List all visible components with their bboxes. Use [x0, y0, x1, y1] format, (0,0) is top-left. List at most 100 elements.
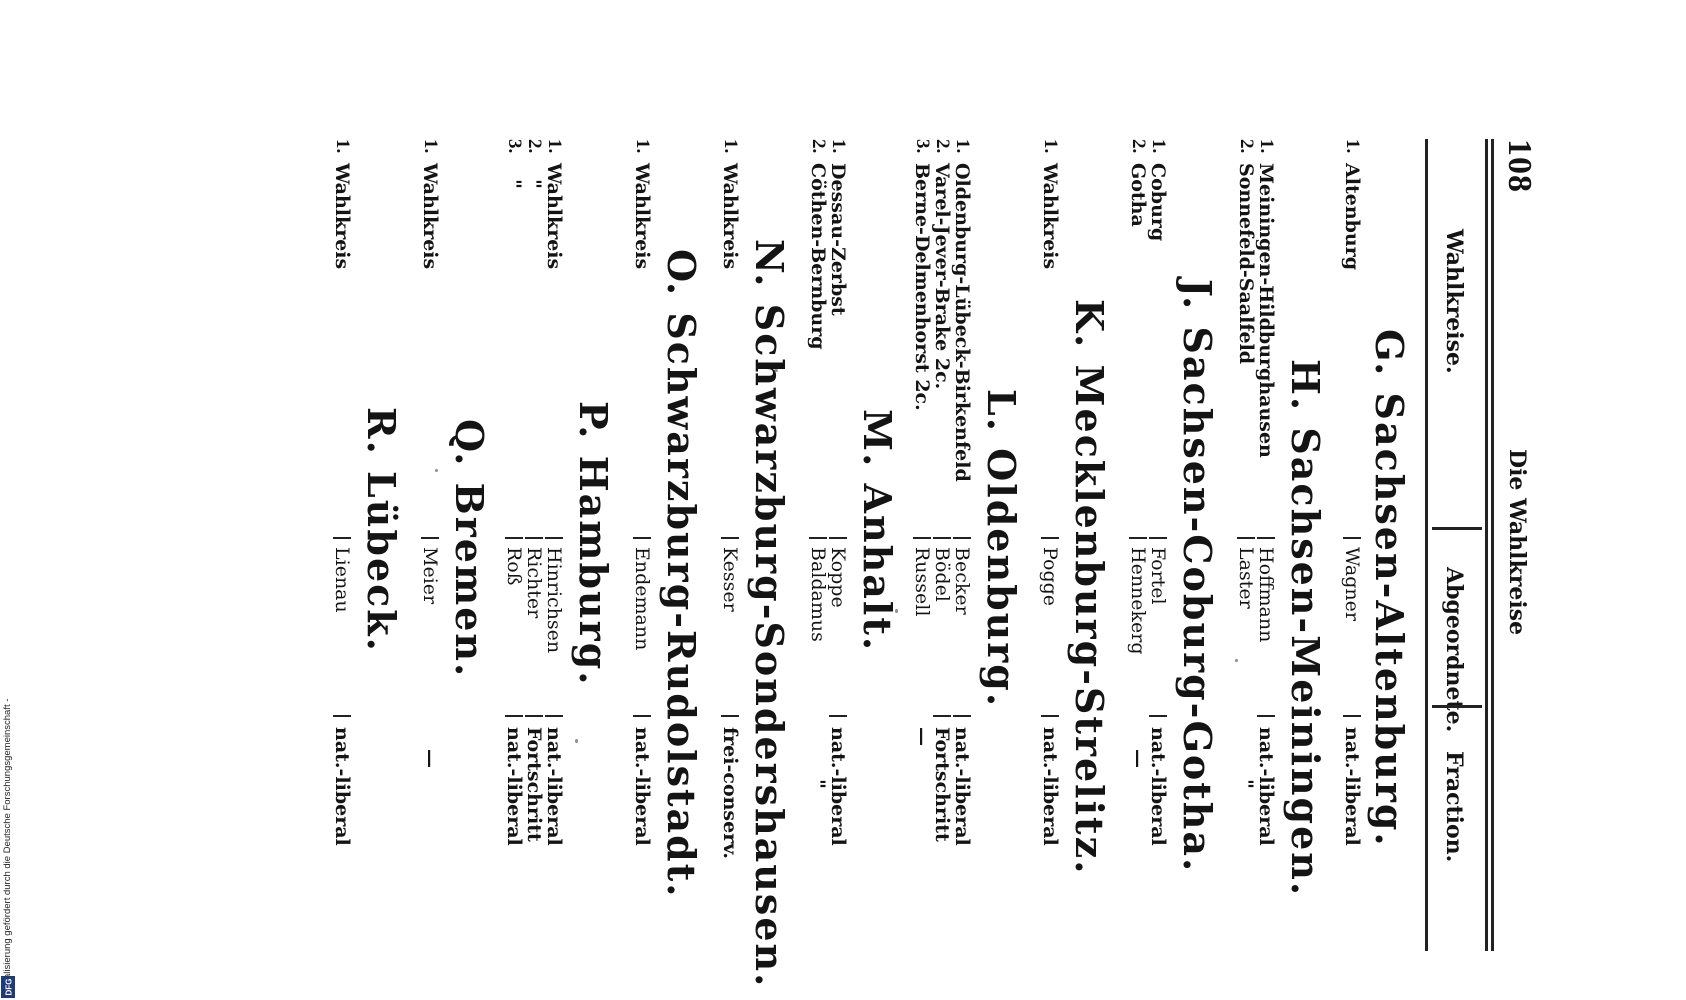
district-name: Dessau-Zerbst	[827, 163, 849, 316]
top-rule-second	[1482, 139, 1488, 951]
scan-speck	[1305, 489, 1308, 493]
row-number: 1.	[828, 139, 849, 154]
scan-speck	[575, 739, 578, 743]
district-name: Wahlkreis	[419, 163, 441, 270]
table-row: 1. Wahlkreis Kesser frei-conserv.	[719, 139, 741, 951]
section-title: L. Oldenburg.	[979, 389, 1024, 709]
deputy-name: Lienau	[331, 547, 353, 613]
deputy-name: Koppe	[827, 547, 849, 608]
faction: —	[419, 749, 441, 768]
table-row: 1. Meiningen-Hildburghausen Hoffmann nat…	[1255, 139, 1277, 951]
row-number: 1.	[952, 139, 973, 154]
section-title: G. Sachsen-Altenburg.	[1367, 329, 1412, 848]
faction: —	[911, 727, 933, 746]
section-title: K. Mecklenburg-Strelitz.	[1067, 299, 1112, 876]
deputy-name: Pogge	[1039, 547, 1061, 607]
row-number: 2.	[1236, 139, 1257, 154]
faction: nat.-liberal	[631, 727, 653, 846]
faction: nat.-liberal	[503, 727, 525, 846]
scan-speck	[1235, 659, 1238, 662]
column-header-district: Wahlkreise.	[1441, 229, 1467, 374]
deputy-name: Wagner	[1341, 547, 1363, 621]
deputy-name: Richter	[523, 547, 545, 619]
row-number: 2.	[932, 139, 953, 154]
row-number: 3.	[504, 139, 525, 154]
row-number: 1.	[420, 139, 441, 154]
section-title: O. Schwarzburg-Rudolstadt.	[659, 249, 704, 899]
deputy-name: Hennekerg	[1127, 547, 1149, 655]
table-row: 1. Wahlkreis Meier —	[419, 139, 441, 951]
dfg-logo: DFG	[1, 976, 15, 998]
section-title: J. Sachsen-Coburg-Gotha.	[1175, 279, 1220, 874]
district-name: Wahlkreis	[1039, 163, 1061, 270]
page-number: 108	[1501, 139, 1538, 193]
faction: nat.-liberal	[1039, 727, 1061, 846]
faction: nat.-liberal	[543, 727, 565, 846]
faction: nat.-liberal	[1255, 727, 1277, 846]
faction: —	[1127, 749, 1149, 768]
district-name: Wahlkreis	[331, 163, 353, 270]
row-number: 1.	[544, 139, 565, 154]
table-row: 1. Wahlkreis Pogge nat.-liberal	[1039, 139, 1061, 951]
page-content: 108 Die Wahlkreise Wahlkreise. Abgeordne…	[38, 139, 1538, 988]
credit-text: Digitalisierung gefördert durch die Deut…	[2, 698, 13, 998]
district-name: Meiningen-Hildburghausen	[1255, 163, 1277, 458]
faction: Fortschritt	[523, 727, 545, 842]
table-row: 1. Wahlkreis Hinrichsen nat.-liberal	[543, 139, 565, 951]
faction: "	[807, 779, 829, 789]
district-name: Oldenburg-Lübeck-Birkenfeld	[951, 163, 973, 482]
row-number: 1.	[332, 139, 353, 154]
district-name: Gotha	[1127, 163, 1149, 227]
faction: "	[1235, 779, 1257, 789]
table-row: 1. Wahlkreis Lienau nat.-liberal	[331, 139, 353, 951]
district-name: Cöthen-Bernburg	[807, 163, 829, 350]
deputy-name: Bödel	[931, 547, 953, 602]
dfg-logo-text: DFG	[4, 978, 14, 996]
table-row: 1. Altenburg Wagner nat.-liberal	[1341, 139, 1363, 951]
header-rule	[1425, 139, 1428, 951]
rotated-page: 108 Die Wahlkreise Wahlkreise. Abgeordne…	[38, 139, 1538, 988]
row-number: 3.	[912, 139, 933, 154]
deputy-name: Kesser	[719, 547, 741, 612]
running-head: Die Wahlkreise	[1504, 449, 1530, 636]
table-row: 2. " Richter Fortschritt	[523, 139, 545, 951]
table-row: 1. Wahlkreis Endemann nat.-liberal	[631, 139, 653, 951]
section-title: H. Sachsen-Meiningen.	[1283, 359, 1328, 898]
table-row: 2. Cöthen-Bernburg Baldamus "	[807, 139, 829, 951]
row-number: 2.	[524, 139, 545, 154]
column-header-faction: Fraction.	[1441, 751, 1467, 863]
district-name: Wahlkreis	[543, 163, 565, 270]
row-number: 1.	[1148, 139, 1169, 154]
district-name: Sonnefeld-Saalfeld	[1235, 163, 1257, 365]
row-number: 1.	[1342, 139, 1363, 154]
table-row: 2. Varel-Jever-Brake 2c. Bödel Fortschri…	[931, 139, 953, 951]
table-row: 1. Oldenburg-Lübeck-Birkenfeld Becker na…	[951, 139, 973, 951]
faction: nat.-liberal	[331, 727, 353, 846]
row-number: 2.	[808, 139, 829, 154]
district-name: Wahlkreis	[631, 163, 653, 270]
district-name: Varel-Jever-Brake 2c.	[931, 163, 953, 390]
deputy-name: Hoffmann	[1255, 547, 1277, 643]
table-row: 2. Sonnefeld-Saalfeld Laster "	[1235, 139, 1257, 951]
scan-speck	[774, 369, 778, 372]
row-number: 1.	[720, 139, 741, 154]
table-row: 3. Berne-Delmenhorst 2c. Russell —	[911, 139, 933, 951]
faction: frei-conserv.	[719, 727, 741, 859]
deputy-name: Roß	[503, 547, 525, 586]
section-title: Q. Bremen.	[447, 419, 492, 679]
district-name: Wahlkreis	[719, 163, 741, 270]
row-number: 1.	[632, 139, 653, 154]
district-name: Altenburg	[1341, 163, 1363, 271]
section-title: R. Lübeck.	[359, 407, 404, 653]
scan-speck	[435, 469, 438, 472]
district-name: "	[503, 179, 525, 189]
deputy-name: Endemann	[631, 547, 653, 651]
deputy-name: Laster	[1235, 547, 1257, 609]
deputy-name: Baldamus	[807, 547, 829, 642]
section-title: M. Anhalt.	[855, 409, 900, 653]
column-separator	[1432, 705, 1482, 708]
row-number: 2.	[1128, 139, 1149, 154]
top-rule	[1488, 139, 1494, 951]
faction: nat.-liberal	[951, 727, 973, 846]
table-row: 1. Dessau-Zerbst Koppe nat.-liberal	[827, 139, 849, 951]
